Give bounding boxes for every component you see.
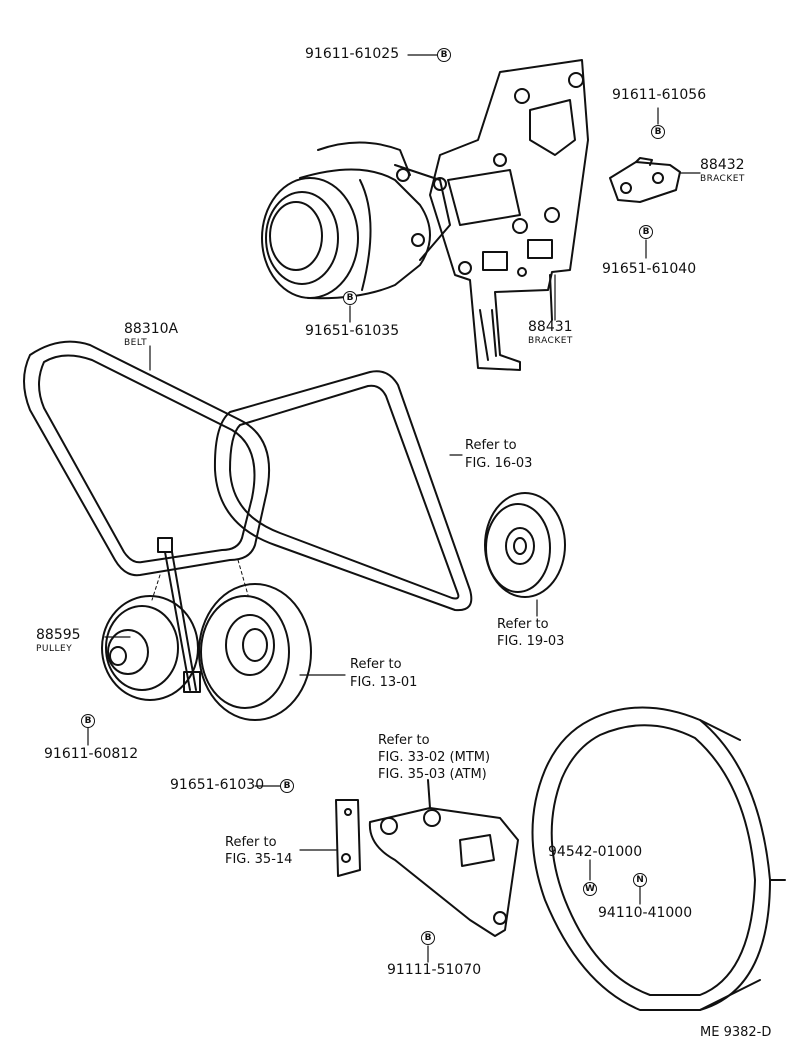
b-marker: B <box>437 48 451 62</box>
label-bracket-88431: 88431 <box>528 319 573 335</box>
ref-fig-19-03-line2: FIG. 19-03 <box>497 634 565 649</box>
b-marker: B <box>639 225 653 239</box>
label-bolt-91611-61056: 91611-61056 <box>612 87 707 103</box>
bracket-88432 <box>609 157 681 203</box>
ref-fig-19-03-line1: Refer to <box>497 617 549 632</box>
ref-fig-35-14-line2: FIG. 35-14 <box>225 852 293 867</box>
label-bolt-91651-61035: 91651-61035 <box>305 323 400 339</box>
belt-88310a <box>23 340 271 577</box>
label-belt-88310a: 88310A <box>124 321 179 337</box>
b-marker: B <box>421 931 435 945</box>
pulley-88595 <box>101 537 201 701</box>
b-marker: B <box>280 779 294 793</box>
leader-lines <box>87 54 701 963</box>
bracket-88431 <box>429 59 589 371</box>
label-pulley-88595: 88595 <box>36 627 81 643</box>
n-marker: N <box>633 873 647 887</box>
ref-fig-13-01-line2: FIG. 13-01 <box>350 675 418 690</box>
label-bolt-91651-61040: 91651-61040 <box>602 261 697 277</box>
label-bracket-88432-name: BRACKET <box>700 174 745 184</box>
b-marker: B <box>343 291 357 305</box>
ref-fig-33-line2: FIG. 33-02 (MTM) <box>378 750 491 765</box>
lower-bracket <box>368 779 519 937</box>
label-part-94110-41000: 94110-41000 <box>598 905 693 921</box>
ref-fig-13-01-line1: Refer to <box>350 657 402 672</box>
label-bolt-91111-51070: 91111-51070 <box>387 962 482 978</box>
belt-outer <box>213 370 473 612</box>
b-marker: B <box>651 125 665 139</box>
ref-fig-35-14-line1: Refer to <box>225 835 277 850</box>
label-belt-name: BELT <box>124 338 148 348</box>
label-bolt-91611-61025: 91611-61025 <box>305 46 400 62</box>
ref-fig-16-03-line1: Refer to <box>465 438 517 453</box>
label-part-94542-01000: 94542-01000 <box>548 844 643 860</box>
crank-pulley <box>198 583 312 721</box>
ref-fig-33-line3: FIG. 35-03 (ATM) <box>378 767 487 782</box>
hidden-lines <box>151 559 249 601</box>
transmission-housing <box>531 706 786 1011</box>
label-pulley-name: PULLEY <box>36 644 73 654</box>
ref-fig-16-03-line2: FIG. 16-03 <box>465 456 533 471</box>
b-marker: B <box>81 714 95 728</box>
label-bolt-91651-61030: 91651-61030 <box>170 777 265 793</box>
compressor <box>261 141 451 300</box>
idler-pulley <box>484 492 566 598</box>
label-bolt-91611-60812: 91611-60812 <box>44 746 139 762</box>
w-marker: W <box>583 882 597 896</box>
label-bracket-88432: 88432 <box>700 157 745 173</box>
diagram-code: ME 9382-D <box>700 1025 772 1040</box>
ref-fig-33-line1: Refer to <box>378 733 430 748</box>
small-bracket <box>335 799 361 877</box>
label-bracket-88431-name: BRACKET <box>528 336 573 346</box>
